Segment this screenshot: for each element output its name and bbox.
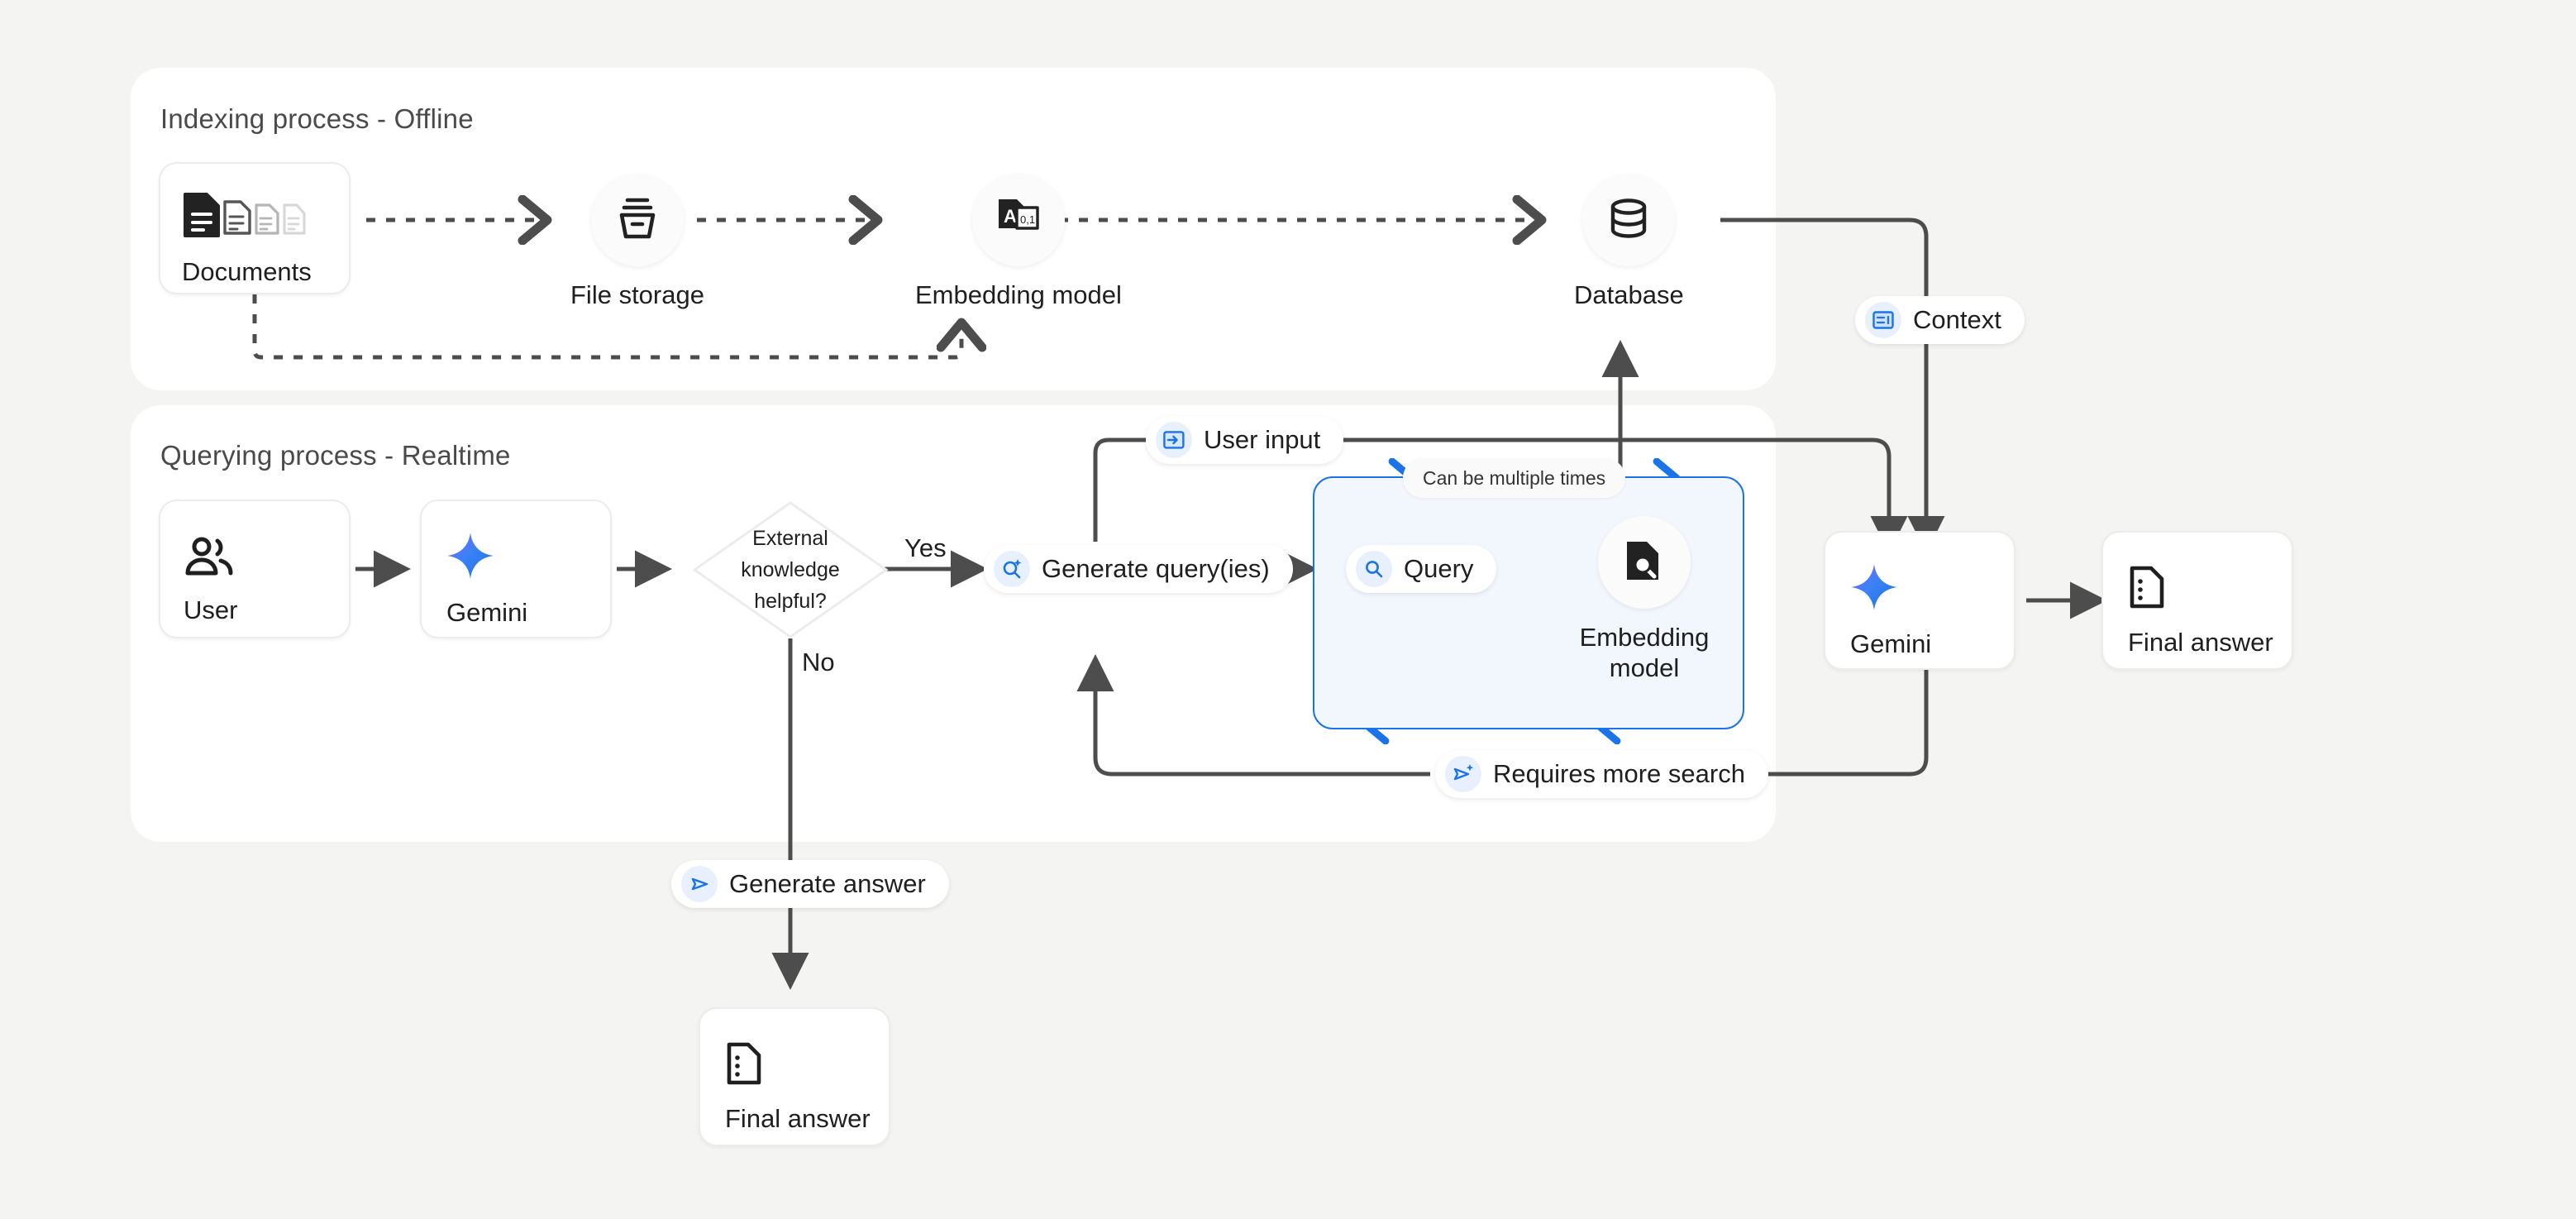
database-icon <box>1607 197 1650 244</box>
svg-text:A: A <box>1004 206 1017 227</box>
documents-icon <box>182 191 306 239</box>
panel-indexing-title: Indexing process - Offline <box>160 103 474 134</box>
answer-document-icon <box>725 1041 766 1086</box>
node-embedding-model-query[interactable]: Embedding model <box>1574 516 1715 683</box>
final-answer-right-label: Final answer <box>2128 627 2273 657</box>
branch-label-no: No <box>802 648 835 676</box>
context-card-icon <box>1865 302 1901 338</box>
panel-querying-title: Querying process - Realtime <box>160 440 511 471</box>
loop-note-label: Can be multiple times <box>1423 466 1606 489</box>
generate-answer-label: Generate answer <box>729 869 926 898</box>
documents-label: Documents <box>182 256 312 286</box>
search-icon <box>1356 551 1392 587</box>
document-search-icon <box>1624 538 1665 587</box>
node-decision-external-knowledge[interactable]: External knowledge helpful? <box>691 500 890 640</box>
node-documents[interactable]: Documents <box>159 162 351 294</box>
gemini-second-label: Gemini <box>1850 629 1932 658</box>
context-label: Context <box>1913 305 2001 334</box>
embedding-model-query-circle <box>1598 516 1691 609</box>
branch-label-yes: Yes <box>904 533 947 562</box>
decision-line-3: helpful? <box>754 590 827 613</box>
embedding-model-label: Embedding model <box>915 280 1122 309</box>
pill-query[interactable]: Query <box>1346 545 1497 593</box>
decision-line-1: External <box>752 527 828 550</box>
node-final-answer-right[interactable]: Final answer <box>2101 531 2293 670</box>
database-circle <box>1582 174 1676 266</box>
database-label: Database <box>1574 280 1684 309</box>
query-label: Query <box>1404 554 1474 583</box>
user-label: User <box>184 595 238 624</box>
node-file-storage[interactable]: File storage <box>570 174 704 310</box>
emq-line-1: Embedding <box>1579 623 1710 652</box>
final-answer-bottom-label: Final answer <box>725 1103 871 1133</box>
pill-context[interactable]: Context <box>1855 296 2025 344</box>
input-arrow-icon <box>1156 422 1192 458</box>
send-icon <box>681 866 718 902</box>
node-user[interactable]: User <box>159 500 351 638</box>
loop-region-retrieval <box>1313 476 1744 729</box>
node-database[interactable]: Database <box>1574 174 1684 310</box>
answer-document-icon <box>2128 565 2169 610</box>
user-group-icon <box>184 536 235 577</box>
generate-queries-label: Generate query(ies) <box>1042 554 1270 583</box>
pill-can-be-multiple-times: Can be multiple times <box>1403 458 1626 498</box>
node-embedding-model-index[interactable]: A 0,1 Embedding model <box>915 174 1122 310</box>
requires-more-search-label: Requires more search <box>1493 759 1745 788</box>
decision-line-2: knowledge <box>741 558 840 581</box>
node-gemini-first[interactable]: Gemini <box>420 500 612 638</box>
node-gemini-second[interactable]: Gemini <box>1824 531 2015 670</box>
emq-line-2: model <box>1609 653 1680 683</box>
node-final-answer-bottom[interactable]: Final answer <box>699 1007 890 1146</box>
pill-generate-answer[interactable]: Generate answer <box>671 860 949 908</box>
file-storage-circle <box>590 174 684 266</box>
embedding-model-query-label: Embedding model <box>1574 622 1715 683</box>
embedding-model-icon: A 0,1 <box>995 196 1042 245</box>
gemini-sparkle-icon <box>446 532 494 580</box>
send-sparkle-icon <box>1445 756 1481 792</box>
user-input-label: User input <box>1204 425 1321 454</box>
search-sparkle-icon <box>994 551 1030 587</box>
gemini-sparkle-icon <box>1850 563 1898 611</box>
pill-generate-queries[interactable]: Generate query(ies) <box>984 545 1293 593</box>
gemini-first-label: Gemini <box>446 597 528 627</box>
file-storage-label: File storage <box>570 280 704 309</box>
pill-user-input[interactable]: User input <box>1146 416 1344 464</box>
pill-requires-more-search[interactable]: Requires more search <box>1435 750 1768 798</box>
decision-text: External knowledge helpful? <box>691 500 890 640</box>
svg-text:0,1: 0,1 <box>1020 213 1035 226</box>
embedding-model-circle: A 0,1 <box>971 174 1065 266</box>
file-storage-icon <box>616 196 659 245</box>
